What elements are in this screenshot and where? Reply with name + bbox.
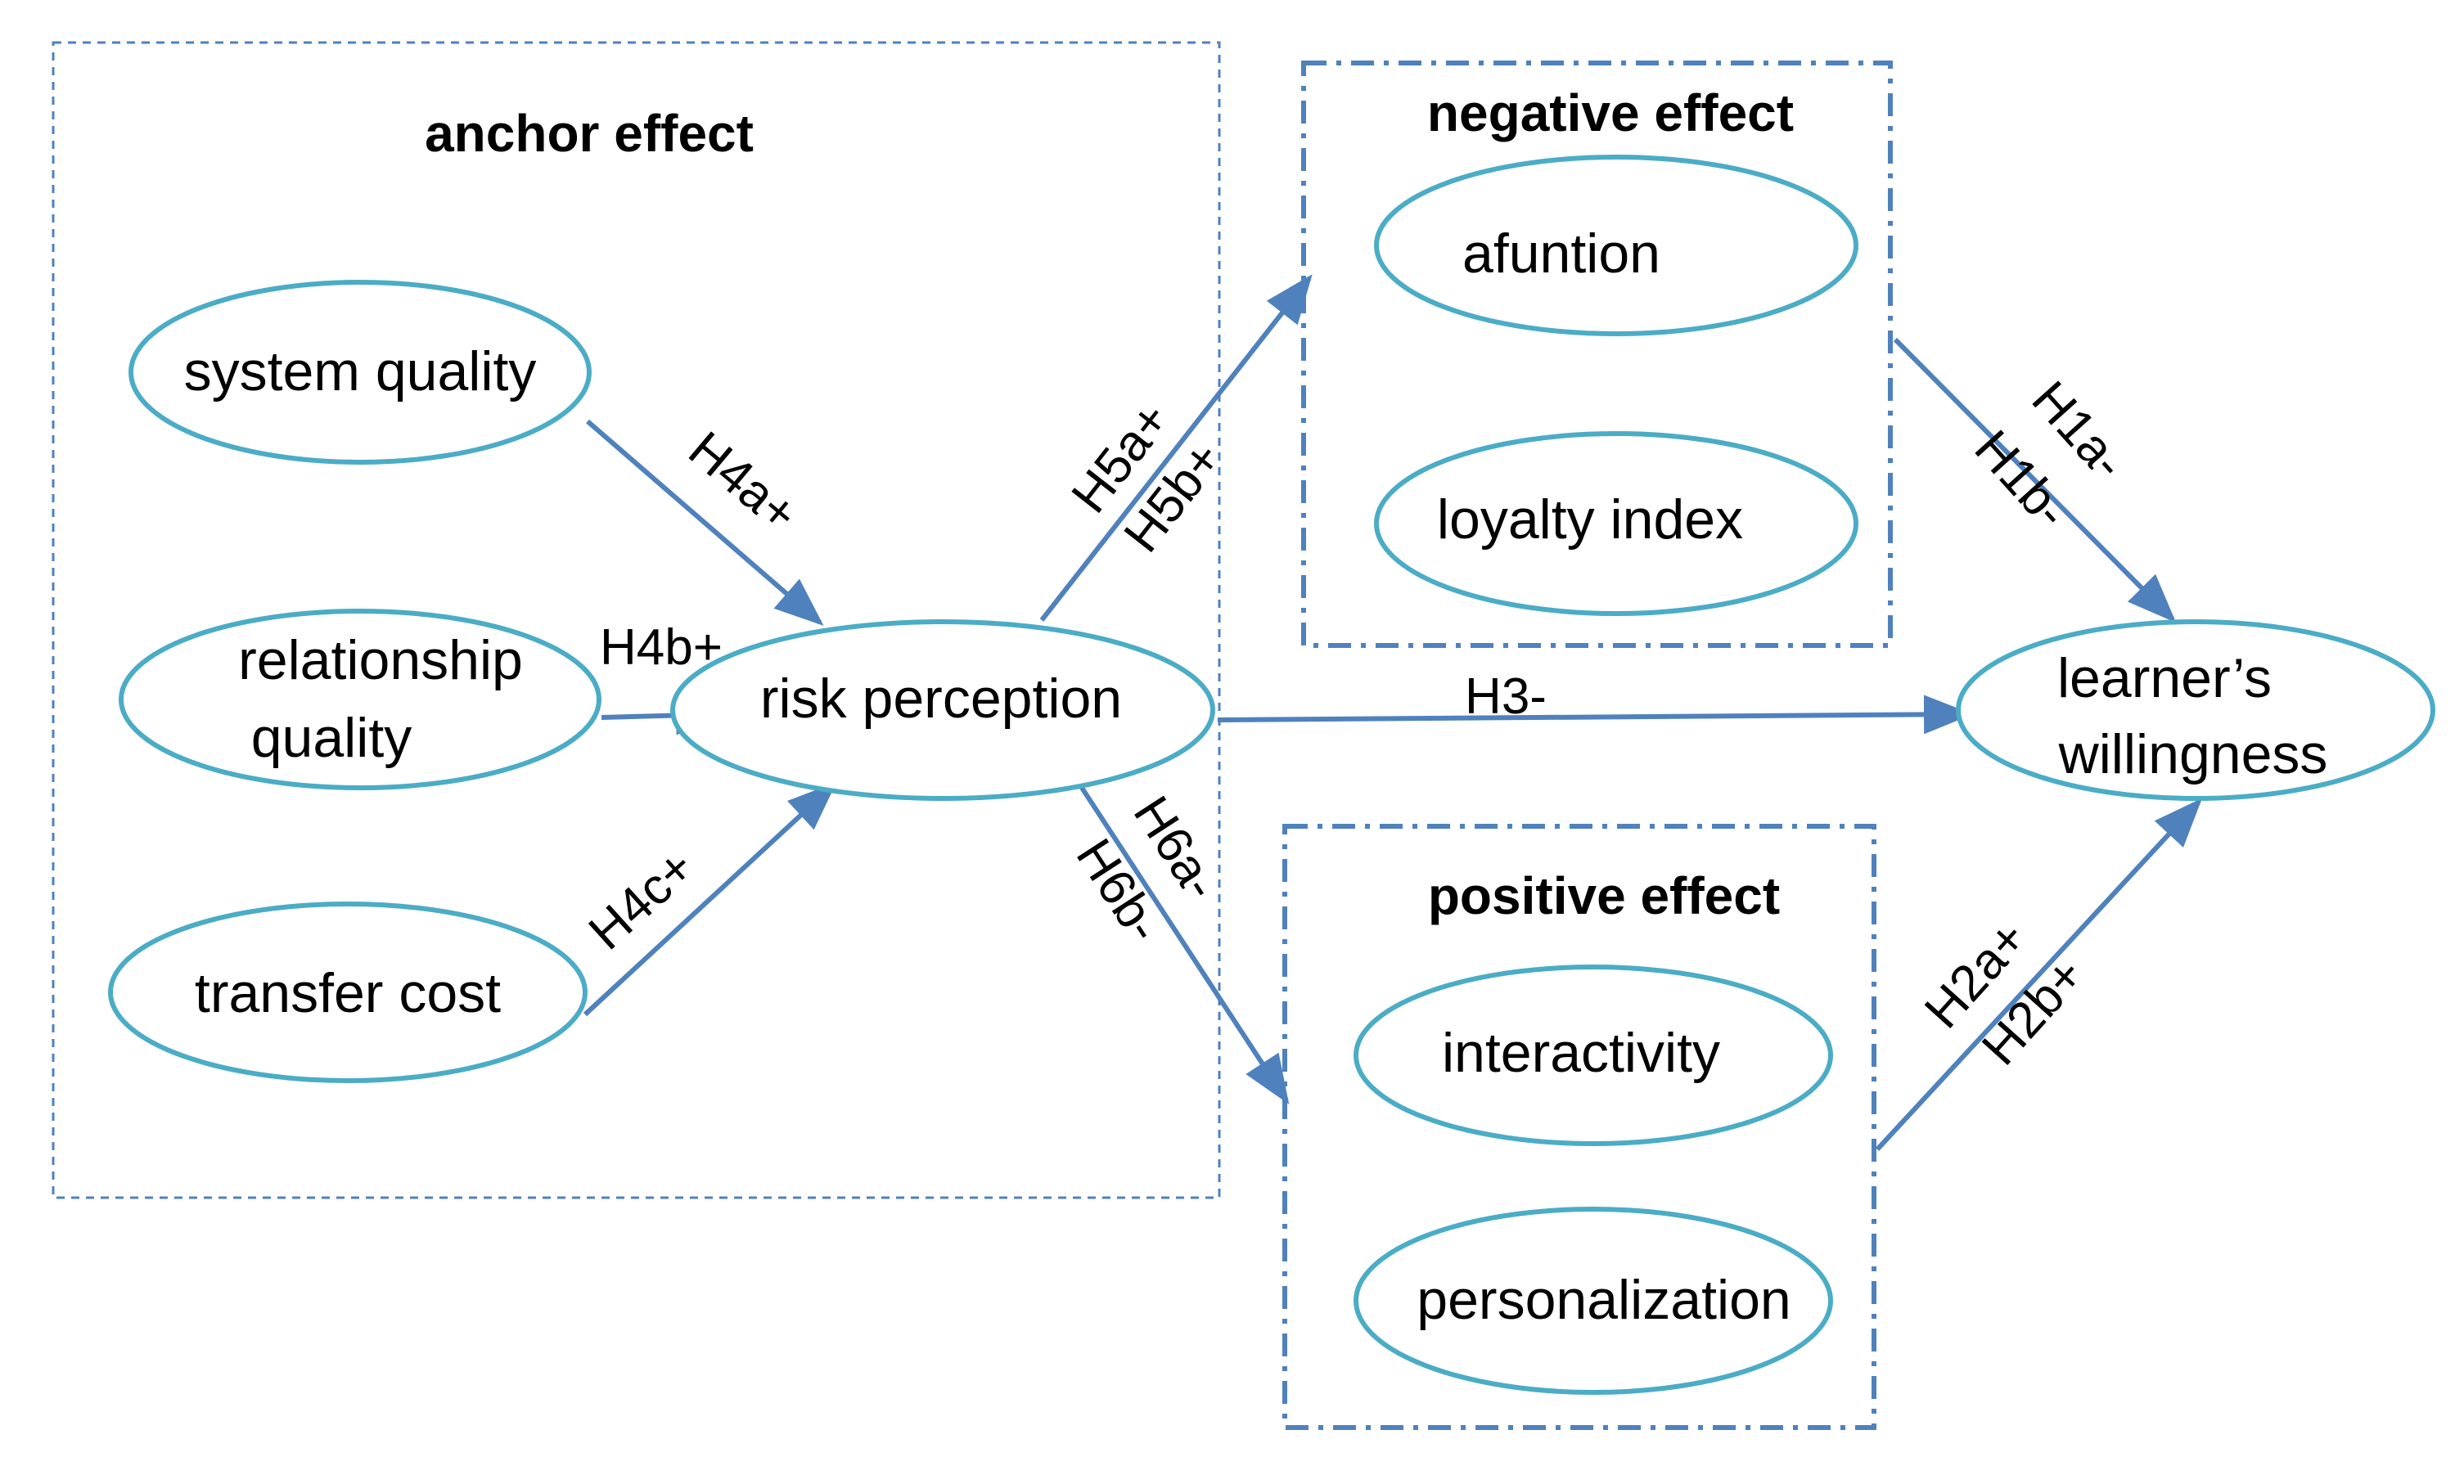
- edge-h4a-label: H4a+: [678, 421, 809, 543]
- relationship-quality-label-line1: relationship: [238, 629, 523, 691]
- edge-h2-arrow: [1875, 798, 2203, 1152]
- edge-h4c-label: H4c+: [579, 839, 705, 960]
- positive-effect-box: [1282, 824, 1876, 1430]
- interactivity-ellipse: [1354, 965, 1833, 1146]
- edge-h3-label: H3-: [1465, 668, 1547, 725]
- node-learners-willingness: learner’s willingness: [1956, 619, 2435, 801]
- group-positive-effect: positive effect: [1282, 824, 1876, 1430]
- learners-willingness-label-line2: willingness: [2058, 723, 2328, 785]
- node-loyalty-index: loyalty index: [1374, 431, 1858, 616]
- relationship-quality-label-line2: quality: [251, 707, 412, 769]
- edge-h3-arrow: [1217, 695, 1973, 735]
- edge-h1-arrow: [1893, 337, 2177, 623]
- anchor-effect-title: anchor effect: [425, 104, 754, 163]
- interactivity-label: interactivity: [1442, 1022, 1720, 1084]
- edge-h4a-arrow: [586, 419, 824, 626]
- loyalty-index-ellipse: [1374, 431, 1858, 616]
- positive-effect-title: positive effect: [1428, 866, 1780, 925]
- system-quality-label: system quality: [184, 340, 537, 402]
- transfer-cost-label: transfer cost: [195, 962, 501, 1024]
- node-afuntion: afuntion: [1374, 155, 1858, 336]
- risk-perception-label: risk perception: [760, 668, 1122, 730]
- transfer-cost-ellipse: [108, 902, 588, 1083]
- group-negative-effect: negative effect: [1301, 61, 1893, 648]
- node-risk-perception: risk perception: [670, 619, 1215, 801]
- relationship-quality-ellipse: [119, 609, 601, 790]
- learners-willingness-label-line1: learner’s: [2057, 647, 2272, 709]
- edge-h4b-label: H4b+: [600, 619, 723, 676]
- personalization-label: personalization: [1417, 1269, 1791, 1331]
- learners-willingness-ellipse: [1956, 619, 2435, 801]
- node-transfer-cost: transfer cost: [108, 902, 588, 1083]
- edge-h4c-arrow: [583, 781, 837, 1017]
- edge-h6-arrow: [1079, 786, 1290, 1105]
- risk-perception-ellipse: [670, 619, 1215, 801]
- node-relationship-quality: relationship quality: [119, 609, 601, 790]
- edge-h5-arrow: [1039, 274, 1313, 622]
- loyalty-index-label: loyalty index: [1437, 488, 1743, 551]
- afuntion-ellipse: [1374, 155, 1858, 336]
- negative-effect-box: [1301, 61, 1893, 648]
- system-quality-ellipse: [128, 280, 592, 465]
- node-interactivity: interactivity: [1354, 965, 1833, 1146]
- node-personalization: personalization: [1354, 1207, 1833, 1395]
- personalization-ellipse: [1354, 1207, 1833, 1395]
- anchor-effect-box: [52, 41, 1221, 1199]
- negative-effect-title: negative effect: [1427, 83, 1794, 142]
- node-system-quality: system quality: [128, 280, 592, 465]
- afuntion-label: afuntion: [1462, 223, 1660, 285]
- group-anchor-effect: anchor effect: [52, 41, 1221, 1199]
